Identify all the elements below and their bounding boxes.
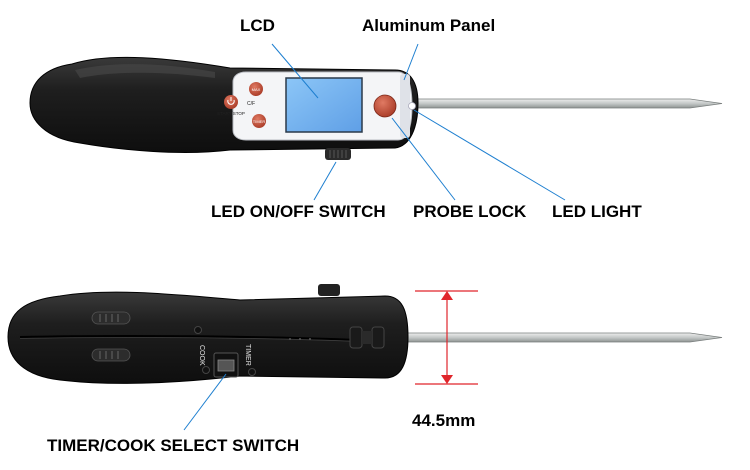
lcd-leader <box>271 43 319 99</box>
lcd-screen <box>285 77 363 133</box>
label-lcd: LCD <box>240 16 275 35</box>
led-switch-edge-icon <box>318 284 340 296</box>
timer-cook-switch-icon <box>213 352 239 378</box>
button-bottom-icon <box>252 114 266 128</box>
probe-lock-leader <box>391 117 456 201</box>
label-led-switch: LED ON/OFF SWITCH <box>211 202 386 221</box>
cook-text: COOK <box>198 345 205 366</box>
probe-lock-button-icon <box>373 94 397 118</box>
button-top-icon <box>249 82 263 96</box>
leader-lines-top <box>271 43 566 201</box>
led-switch-leader <box>313 161 337 201</box>
probe-clamp <box>349 326 385 349</box>
svg-text:TIMER: TIMER <box>253 119 266 124</box>
label-aluminum-panel: Aluminum Panel <box>362 16 496 35</box>
panel-leader <box>403 43 419 81</box>
probe-bottom <box>359 332 723 343</box>
panel-edge <box>400 74 410 138</box>
led-switch-icon <box>325 148 351 160</box>
led-light <box>408 102 416 110</box>
thermometer-bottom-view: COOK TIMER <box>7 284 723 384</box>
screw-hole-icon <box>194 326 202 334</box>
body-highlight <box>75 64 215 78</box>
screw-hole-icon <box>248 368 256 376</box>
power-button-icon <box>224 95 238 109</box>
label-dimension: 44.5mm <box>412 411 476 430</box>
cf-text: C/F <box>247 101 255 107</box>
screw-hole-icon <box>202 366 210 374</box>
start-stop-text: START/STOP <box>217 111 245 116</box>
clip-upper-icon <box>91 311 131 325</box>
timer-text: TIMER <box>244 344 251 366</box>
svg-text:MAX: MAX <box>252 87 261 92</box>
body-seam <box>19 335 361 341</box>
label-probe-lock: PROBE LOCK <box>413 202 527 221</box>
led-light-leader <box>413 109 566 201</box>
clip-lower-icon <box>91 348 131 362</box>
label-led-light: LED LIGHT <box>552 202 642 221</box>
label-timer-cook-switch: TIMER/COOK SELECT SWITCH <box>47 436 300 455</box>
probe-top <box>404 98 723 109</box>
select-switch-leader <box>183 373 227 431</box>
dimension-marker <box>415 290 478 385</box>
thermometer-top-view: MAX C/F START/STOP TIMER <box>29 56 723 160</box>
